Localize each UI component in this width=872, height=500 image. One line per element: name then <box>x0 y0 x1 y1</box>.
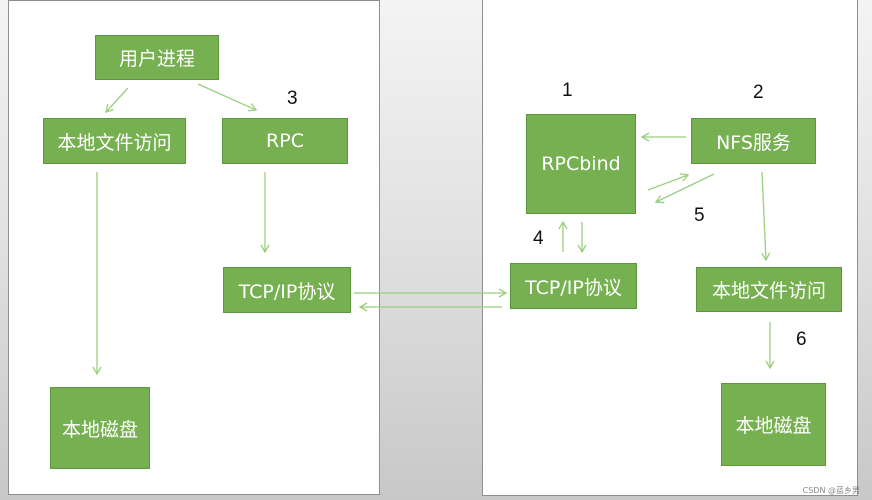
step-number-3: 3 <box>287 88 298 109</box>
arrow-process-to-local <box>105 87 129 113</box>
step-number-1: 1 <box>562 80 573 101</box>
arrow-nfs-to-local <box>761 171 771 262</box>
arrow-process-to-rpc <box>197 83 258 112</box>
rpc-box: RPC <box>222 118 348 164</box>
nfs-service-box: NFS服务 <box>691 118 816 164</box>
step-number-2: 2 <box>753 82 764 103</box>
rpcbind-box: RPCbind <box>526 114 636 214</box>
server-local-disk-box: 本地磁盘 <box>721 383 826 466</box>
client-tcpip-box: TCP/IP协议 <box>223 267 351 313</box>
watermark: CSDN @蓝乡男 <box>802 486 860 495</box>
arrow-nfs-back-to-rpcbind <box>654 173 715 204</box>
server-tcpip-box: TCP/IP协议 <box>510 263 637 309</box>
step-number-5: 5 <box>694 205 705 226</box>
arrow-rpcbind-to-nfs <box>647 173 690 191</box>
step-number-6: 6 <box>796 329 807 350</box>
user-process-box: 用户进程 <box>95 35 219 80</box>
client-local-file-access-box: 本地文件访问 <box>43 118 186 164</box>
client-local-disk-box: 本地磁盘 <box>50 387 150 469</box>
server-local-file-access-box: 本地文件访问 <box>696 267 842 312</box>
step-number-4: 4 <box>533 228 544 249</box>
